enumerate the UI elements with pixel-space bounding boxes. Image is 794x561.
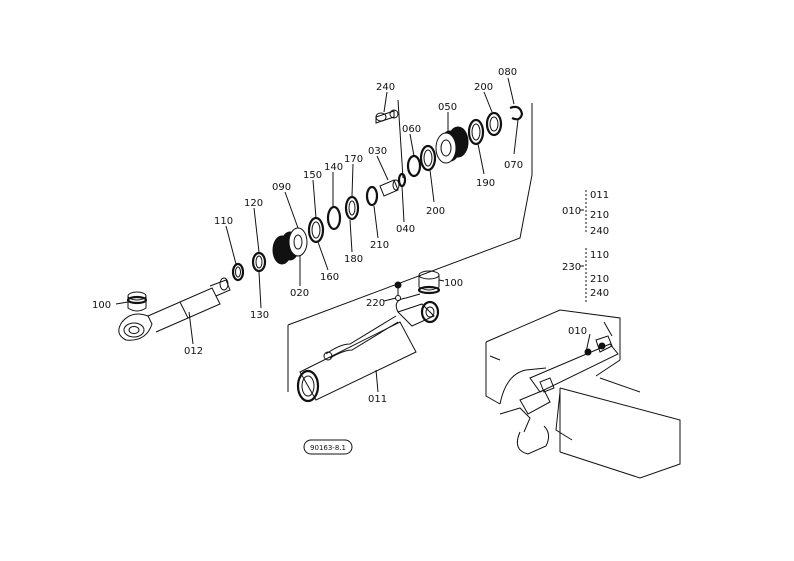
label-020: 020 xyxy=(290,288,309,299)
grease-nipple xyxy=(394,281,402,301)
label-130: 130 xyxy=(250,310,269,321)
stamp-text: 90163-8.1 xyxy=(310,444,346,452)
assembly-frame xyxy=(287,103,533,392)
label-100-right: 100 xyxy=(444,278,463,289)
label-220: 220 xyxy=(366,298,385,309)
label-110: 110 xyxy=(214,216,233,227)
legend-010-item-1: 011 xyxy=(590,190,609,201)
seal-rings xyxy=(231,105,524,282)
legend-230-item-3: 240 xyxy=(590,288,609,299)
label-060: 060 xyxy=(402,124,421,135)
cylinder-tube xyxy=(296,293,440,403)
label-140: 140 xyxy=(324,162,343,173)
label-120: 120 xyxy=(244,198,263,209)
label-050: 050 xyxy=(438,102,457,113)
label-240: 240 xyxy=(376,82,395,93)
label-040: 040 xyxy=(396,224,415,235)
label-150: 150 xyxy=(303,170,322,181)
label-170: 170 xyxy=(344,154,363,165)
label-200-upper: 200 xyxy=(474,82,493,93)
legend-230-item-2: 210 xyxy=(590,274,609,285)
label-010-location: 010 xyxy=(568,326,587,337)
label-200-lower: 200 xyxy=(426,206,445,217)
legend-230: 230 xyxy=(562,262,581,273)
label-011: 011 xyxy=(368,394,387,405)
bush-240 xyxy=(375,109,399,124)
legend-010: 010 xyxy=(562,206,581,217)
reference-stamp: 90163-8.1 xyxy=(303,439,353,455)
label-180: 180 xyxy=(344,254,363,265)
label-080: 080 xyxy=(498,67,517,78)
machine-view xyxy=(485,309,681,479)
legend-010-item-2: 210 xyxy=(590,210,609,221)
label-160: 160 xyxy=(320,272,339,283)
label-100-left: 100 xyxy=(92,300,111,311)
bushing-left xyxy=(126,291,148,312)
label-012: 012 xyxy=(184,346,203,357)
label-070: 070 xyxy=(504,160,523,171)
label-030: 030 xyxy=(368,146,387,157)
label-210: 210 xyxy=(370,240,389,251)
part-labels: 240 080 200 050 060 030 170 140 150 090 … xyxy=(92,67,587,405)
kit-legend: 010 011 210 240 230 110 210 240 xyxy=(562,190,609,304)
legend-230-item-1: 110 xyxy=(590,250,609,261)
rod-eye-part xyxy=(118,277,231,341)
legend-010-item-3: 240 xyxy=(590,226,609,237)
bushing-right xyxy=(417,270,441,295)
leader-lines xyxy=(115,77,591,393)
label-090: 090 xyxy=(272,182,291,193)
label-190: 190 xyxy=(476,178,495,189)
